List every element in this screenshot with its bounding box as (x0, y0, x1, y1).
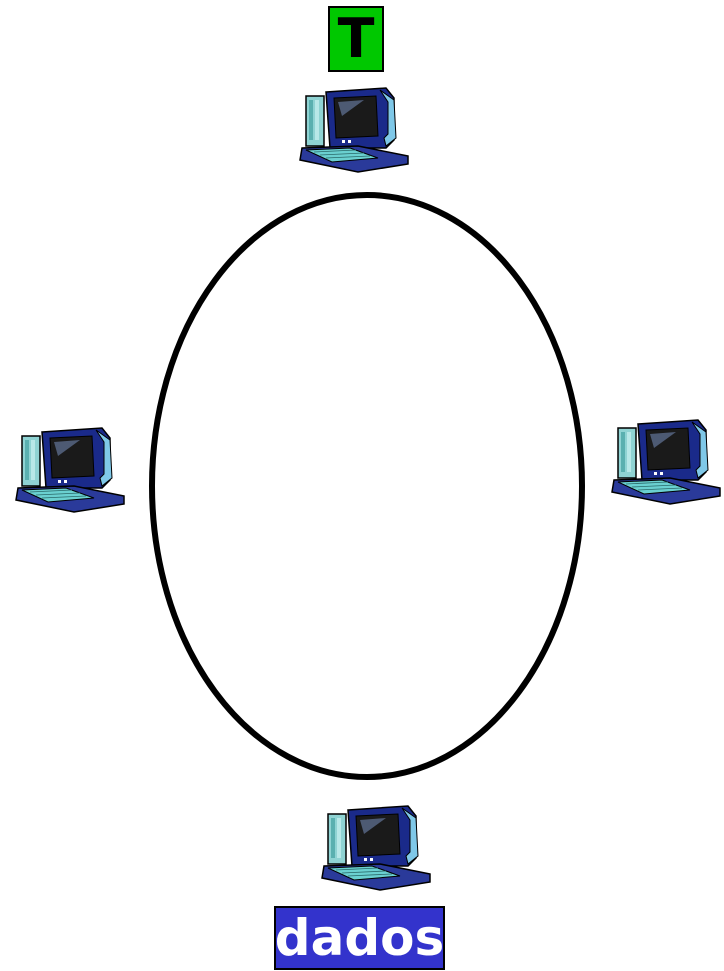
computer-icon (612, 420, 720, 504)
computer-icon (300, 88, 408, 172)
token-label: T (328, 6, 384, 72)
computer-icon (322, 806, 430, 890)
data-frame-label: dados (274, 906, 445, 970)
computer-icon (16, 428, 124, 512)
ring-network (152, 195, 582, 777)
